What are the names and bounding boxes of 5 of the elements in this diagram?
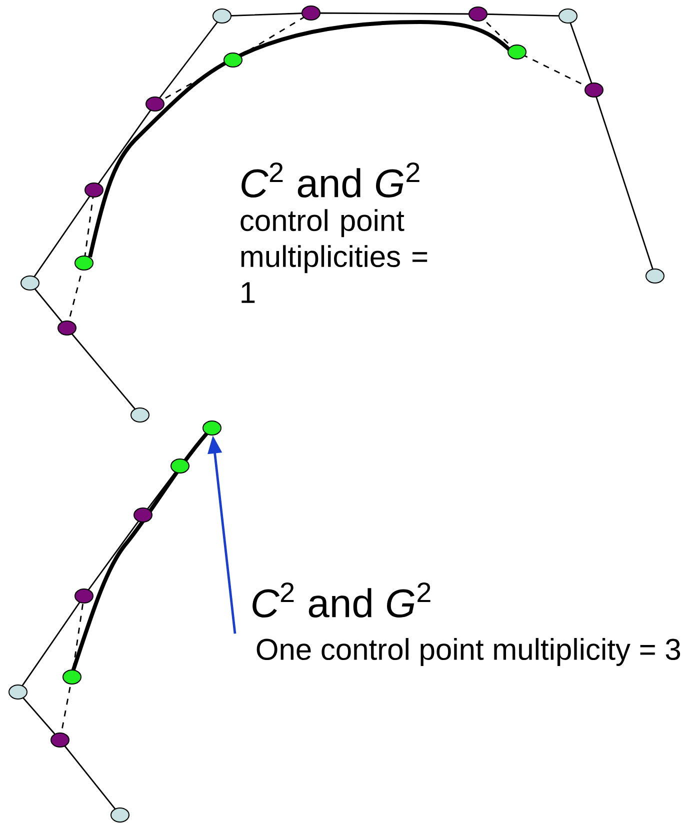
control-point: [202, 420, 222, 436]
annotation-text: One control point multiplicity = 3: [256, 638, 680, 666]
annotation-text: control point multiplicities = 1: [240, 209, 428, 303]
formula-text: C$^{2}$ and G$^{2}$: [252, 582, 430, 618]
formula-text: C$^{2}$ and G$^{2}$: [242, 162, 420, 198]
